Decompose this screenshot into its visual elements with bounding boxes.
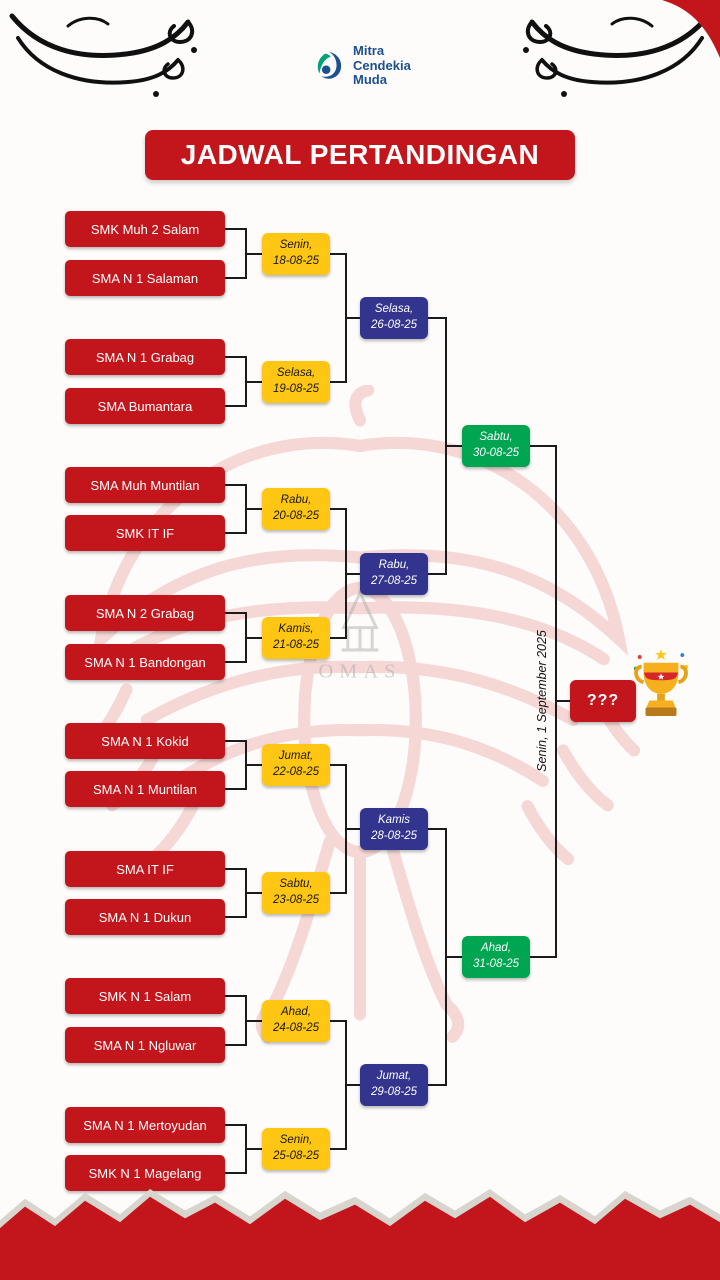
match-date: 30-08-25 (472, 447, 520, 459)
team-box: SMK N 1 Salam (65, 978, 225, 1014)
match-date: 28-08-25 (370, 830, 418, 842)
semifinal-date-box: Ahad, 31-08-25 (462, 936, 530, 978)
team-box: SMA N 1 Grabag (65, 339, 225, 375)
match-date: 29-08-25 (370, 1086, 418, 1098)
match-day: Senin, (279, 239, 313, 252)
round1-date-box: Jumat, 22-08-25 (262, 744, 330, 786)
match-date: 23-08-25 (272, 894, 320, 906)
page-title: JADWAL PERTANDINGAN (180, 139, 540, 170)
champion-placeholder-box: ??? (570, 680, 636, 722)
round2-date-box: Jumat, 29-08-25 (360, 1064, 428, 1106)
team-box: SMK IT IF (65, 515, 225, 551)
match-date: 22-08-25 (272, 766, 320, 778)
match-day: Ahad, (280, 1006, 312, 1019)
match-date: 24-08-25 (272, 1022, 320, 1034)
title-banner: JADWAL PERTANDINGAN (145, 130, 575, 180)
round2-date-box: Selasa, 26-08-25 (360, 297, 428, 339)
round1-date-box: Senin, 18-08-25 (262, 233, 330, 275)
match-day: Senin, (279, 1134, 313, 1147)
match-date: 19-08-25 (272, 383, 320, 395)
red-corner-accent (662, 0, 720, 58)
emblem-watermark-text: OMAS (318, 660, 401, 682)
match-date: 21-08-25 (272, 639, 320, 651)
match-day: Jumat, (278, 750, 314, 763)
match-day: Selasa, (374, 303, 414, 316)
mitra-cendekia-muda-logo-icon (317, 51, 342, 79)
logo-line: Muda (353, 72, 387, 88)
match-day: Rabu, (280, 494, 312, 507)
monument-watermark-icon (341, 589, 379, 652)
semifinal-date-box: Sabtu, 30-08-25 (462, 425, 530, 467)
match-day: Rabu, (378, 559, 410, 572)
match-date: 20-08-25 (272, 510, 320, 522)
round1-date-box: Kamis, 21-08-25 (262, 617, 330, 659)
team-box: SMA Muh Muntilan (65, 467, 225, 503)
round1-date-box: Senin, 25-08-25 (262, 1128, 330, 1170)
team-box: SMA N 1 Mertoyudan (65, 1107, 225, 1143)
match-day: Jumat, (376, 1070, 412, 1083)
round1-date-box: Selasa, 19-08-25 (262, 361, 330, 403)
final-match-date: Senin, 1 September 2025 (535, 630, 549, 772)
round1-date-box: Rabu, 20-08-25 (262, 488, 330, 530)
match-date: 25-08-25 (272, 1150, 320, 1162)
team-box: SMK Muh 2 Salam (65, 211, 225, 247)
team-box: SMA IT IF (65, 851, 225, 887)
team-box: SMA N 1 Dukun (65, 899, 225, 935)
trophy-icon (633, 649, 689, 717)
team-box: SMA N 1 Bandongan (65, 644, 225, 680)
match-date: 31-08-25 (472, 958, 520, 970)
round1-date-box: Ahad, 24-08-25 (262, 1000, 330, 1042)
match-date: 27-08-25 (370, 575, 418, 587)
team-box: SMA N 1 Kokid (65, 723, 225, 759)
organizer-logo-text: Mitra Cendekia Muda (353, 43, 411, 88)
flourish-ornament-left-icon (9, 13, 197, 97)
organizer-logo: Mitra Cendekia Muda (312, 43, 411, 88)
team-box: SMA N 1 Muntilan (65, 771, 225, 807)
round2-date-box: Rabu, 27-08-25 (360, 553, 428, 595)
logo-line: Mitra (353, 43, 385, 58)
round1-date-box: Sabtu, 23-08-25 (262, 872, 330, 914)
match-day: Sabtu, (479, 431, 513, 444)
team-box: SMK N 1 Magelang (65, 1155, 225, 1191)
match-day: Kamis (378, 814, 410, 827)
team-box: SMA N 1 Ngluwar (65, 1027, 225, 1063)
team-box: SMA Bumantara (65, 388, 225, 424)
match-day: Kamis, (278, 623, 314, 636)
torn-paper-edge (0, 1188, 720, 1280)
match-day: Ahad, (480, 942, 512, 955)
match-day: Selasa, (276, 367, 316, 380)
match-day: Sabtu, (279, 878, 313, 891)
round2-date-box: Kamis 28-08-25 (360, 808, 428, 850)
logo-line: Cendekia (353, 57, 411, 73)
team-box: SMA N 1 Salaman (65, 260, 225, 296)
flourish-ornament-right-icon (523, 13, 711, 97)
team-box: SMA N 2 Grabag (65, 595, 225, 631)
match-date: 18-08-25 (272, 255, 320, 267)
match-date: 26-08-25 (370, 319, 418, 331)
